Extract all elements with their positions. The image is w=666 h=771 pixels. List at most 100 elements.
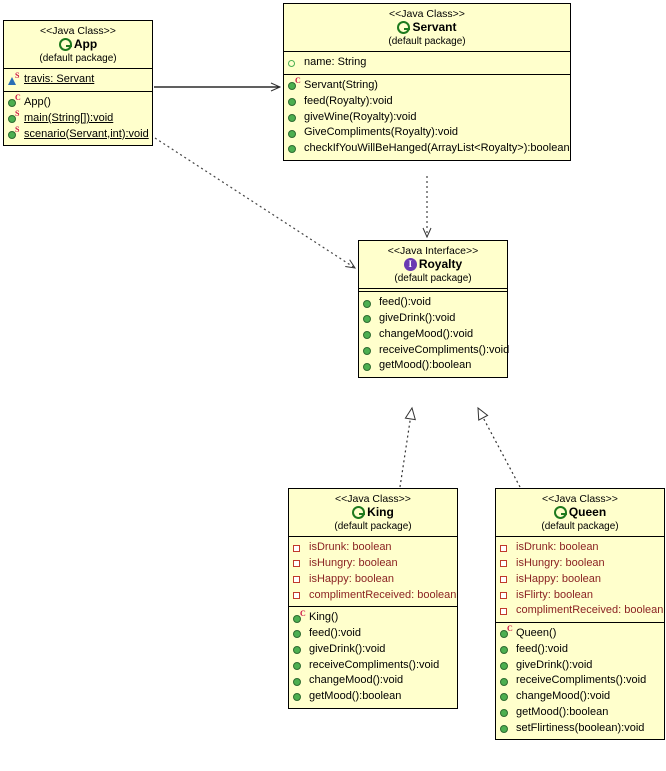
member-row[interactable]: isDrunk: boolean xyxy=(496,540,664,556)
member-row[interactable]: giveDrink():void xyxy=(496,658,664,674)
member-label: getMood():boolean xyxy=(379,359,472,372)
member-row[interactable]: getMood():boolean xyxy=(289,689,457,705)
class-box-servant[interactable]: <<Java Class>> Servant (default package)… xyxy=(283,3,571,161)
java-class-icon xyxy=(397,21,411,35)
member-label: King() xyxy=(309,611,339,624)
method-public-icon xyxy=(288,111,301,124)
class-header-servant: <<Java Class>> Servant (default package) xyxy=(284,4,570,53)
member-row[interactable]: receiveCompliments():void xyxy=(359,343,509,359)
method-public-icon xyxy=(293,643,306,656)
class-box-king[interactable]: <<Java Class>> King (default package) is… xyxy=(288,488,458,709)
field-private-icon xyxy=(500,589,513,602)
member-badge-s: S xyxy=(15,124,20,134)
member-row[interactable]: feed():void xyxy=(359,295,507,311)
method-public-icon xyxy=(293,675,306,688)
fields-compartment-servant: name: String xyxy=(284,52,570,76)
field-private-icon xyxy=(293,542,306,555)
member-row[interactable]: complimentReceived: boolean xyxy=(496,603,664,619)
java-class-icon xyxy=(58,38,72,52)
class-header-app: <<Java Class>> App (default package) xyxy=(4,21,152,70)
member-label: isHappy: boolean xyxy=(309,572,395,585)
member-row[interactable]: isHungry: boolean xyxy=(496,556,664,572)
class-package: (default package) xyxy=(541,520,619,532)
field-private-icon xyxy=(293,557,306,570)
member-row[interactable]: isHungry: boolean xyxy=(289,556,457,572)
member-row[interactable]: giveWine(Royalty):void xyxy=(284,110,570,126)
member-row[interactable]: getMood():boolean xyxy=(359,358,507,374)
member-label: GiveCompliments(Royalty):void xyxy=(304,126,459,139)
member-label: changeMood():void xyxy=(516,690,611,703)
member-label: changeMood():void xyxy=(309,674,404,687)
member-row[interactable]: checkIfYouWillBeHanged(ArrayList<Royalty… xyxy=(284,141,570,157)
member-row[interactable]: changeMood():void xyxy=(496,689,664,705)
member-row[interactable]: setFlirtiness(boolean):void xyxy=(496,721,664,737)
member-row[interactable]: giveDrink():void xyxy=(359,311,507,327)
class-stereotype: <<Java Class>> xyxy=(335,493,411,505)
method-public-icon xyxy=(363,312,376,325)
member-label: Servant(String) xyxy=(304,79,378,92)
method-public-icon xyxy=(500,675,513,688)
member-row[interactable]: feed(Royalty):void xyxy=(284,94,570,110)
member-label: getMood():boolean xyxy=(516,705,609,718)
member-row[interactable]: GiveCompliments(Royalty):void xyxy=(284,125,570,141)
method-public-icon xyxy=(363,328,376,341)
field-private-icon xyxy=(500,557,513,570)
member-row[interactable]: complimentReceived: boolean xyxy=(289,588,457,604)
member-label: giveWine(Royalty):void xyxy=(304,110,417,123)
member-row[interactable]: isDrunk: boolean xyxy=(289,540,457,556)
field-private-icon xyxy=(293,573,306,586)
class-stereotype: <<Java Class>> xyxy=(542,493,618,505)
class-title-line: Queen xyxy=(500,505,660,520)
method-public-icon xyxy=(500,659,513,672)
member-row[interactable]: isHappy: boolean xyxy=(289,572,457,588)
edge-queen-implements-royalty xyxy=(477,406,521,488)
member-row[interactable]: receiveCompliments():void xyxy=(496,673,664,689)
member-label: setFlirtiness(boolean):void xyxy=(516,721,645,734)
member-badge-c: C xyxy=(15,93,21,103)
member-row[interactable]: feed():void xyxy=(496,642,664,658)
method-public-icon xyxy=(500,722,513,735)
field-package-icon: S xyxy=(8,71,21,87)
class-package: (default package) xyxy=(334,520,412,532)
member-label: isDrunk: boolean xyxy=(516,541,599,554)
member-row[interactable]: receiveCompliments():void xyxy=(289,658,457,674)
interface-package: (default package) xyxy=(394,272,472,284)
member-label: feed():void xyxy=(309,627,361,640)
member-label: scenario(Servant,int):void xyxy=(24,127,149,140)
member-label: feed(Royalty):void xyxy=(304,94,393,107)
member-row[interactable]: isFlirty: boolean xyxy=(496,588,664,604)
method-public-icon xyxy=(500,643,513,656)
method-public-icon: S xyxy=(8,124,21,141)
method-public-icon: C xyxy=(293,609,306,625)
class-stereotype: <<Java Class>> xyxy=(389,8,465,20)
class-title-line: App xyxy=(8,37,148,52)
class-name: Queen xyxy=(568,505,607,520)
member-row[interactable]: giveDrink():void xyxy=(289,642,457,658)
class-header-queen: <<Java Class>> Queen (default package) xyxy=(496,489,664,538)
member-row[interactable]: changeMood():void xyxy=(289,673,457,689)
method-public-icon xyxy=(363,297,376,310)
member-label: isFlirty: boolean xyxy=(516,588,594,601)
member-row[interactable]: changeMood():void xyxy=(359,327,507,343)
member-row[interactable]: name: String xyxy=(284,55,570,71)
class-box-queen[interactable]: <<Java Class>> Queen (default package) i… xyxy=(495,488,665,741)
member-row[interactable]: isHappy: boolean xyxy=(496,572,664,588)
member-row[interactable]: feed():void xyxy=(289,626,457,642)
member-row[interactable]: getMood():boolean xyxy=(496,705,664,721)
